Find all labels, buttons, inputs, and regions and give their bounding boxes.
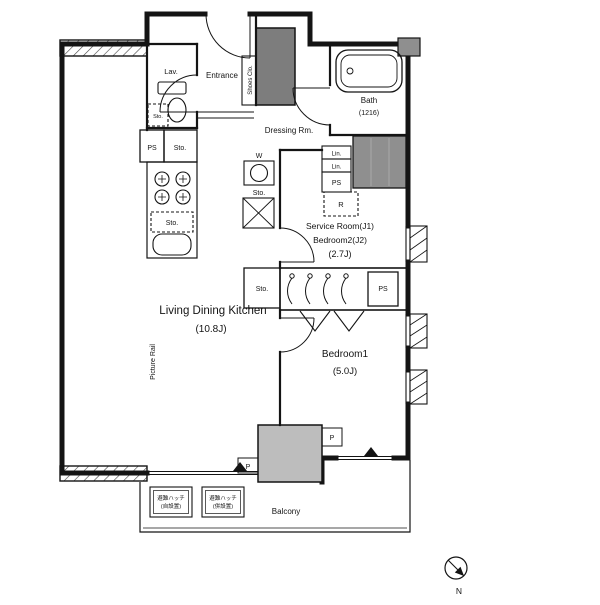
- label-pipe-2: P: [246, 464, 251, 471]
- label-linen-2: Lin.: [332, 165, 342, 171]
- label-north: N: [456, 586, 462, 596]
- shaft-mid-right: [352, 135, 407, 189]
- label-linen-1: Lin.: [332, 152, 342, 158]
- doors: [159, 13, 331, 353]
- ldk-storage-closet: [243, 267, 281, 309]
- shafts: [255, 27, 421, 483]
- label-sto-5: Sto.: [256, 286, 269, 293]
- hatched-wall-sections: [59, 39, 148, 482]
- pipe-box-1: [321, 427, 343, 447]
- label-ldk-size: (10.8J): [195, 324, 226, 335]
- washing-machine-icon: [243, 160, 275, 186]
- label-refrigerator: R: [338, 200, 344, 209]
- duct-cross-box: [242, 197, 275, 229]
- shaft-top-right: [397, 37, 421, 57]
- balcony-structure: [139, 447, 411, 533]
- service-room-door: [279, 227, 315, 263]
- labels: Lav. Entrance Shoes Clo. Bath (1216) Dre…: [147, 65, 462, 596]
- sink-icon: [152, 233, 192, 256]
- label-pipe-1: P: [330, 435, 335, 442]
- label-washer: W: [256, 153, 263, 160]
- entry-step-lines: [197, 111, 254, 119]
- bathtub-icon: [335, 49, 403, 93]
- outer-walls: [59, 11, 411, 485]
- label-sto-3: Sto.: [166, 220, 179, 227]
- escape-direction-triangle-2: [364, 447, 378, 456]
- label-sto-4: Sto.: [253, 190, 266, 197]
- kitchen-counter: [146, 161, 198, 259]
- utility-block-balcony: [257, 424, 323, 483]
- label-sto-2: Sto.: [153, 114, 163, 120]
- lav-door: [159, 74, 198, 113]
- compass-circle: [444, 556, 468, 580]
- compass: [444, 556, 468, 580]
- label-entrance: Entrance: [206, 71, 239, 80]
- label-service-room-size: (2.7J): [328, 249, 351, 259]
- label-dressing-room: Dressing Rm.: [265, 126, 313, 135]
- label-lav: Lav.: [164, 67, 178, 76]
- label-ldk: Living Dining Kitchen: [159, 305, 266, 317]
- label-service-room-2: Bedroom2(J2): [313, 235, 367, 245]
- label-picture-rail: Picture Rail: [150, 344, 157, 380]
- label-evac-hatch1-line1: 避難ハッチ: [157, 494, 185, 502]
- bifold-door-icons: [299, 310, 365, 332]
- label-shoes-closet: Shoes Clo.: [248, 65, 254, 95]
- evacuation-hatch-2: [201, 486, 245, 518]
- label-bath-size: (1216): [359, 110, 379, 117]
- entrance-door: [205, 13, 251, 59]
- label-bedroom1: Bedroom1: [322, 349, 369, 360]
- label-service-room-1: Service Room(J1): [306, 221, 374, 231]
- label-evac-hatch1-line2: (自設置): [161, 502, 181, 510]
- label-ps-3: PS: [378, 286, 388, 293]
- refrigerator-box: [323, 191, 359, 217]
- escape-direction-triangle-1: [233, 462, 247, 471]
- stove-icon: [154, 171, 191, 205]
- label-ps-2: PS: [332, 180, 342, 187]
- fixtures: [139, 49, 403, 474]
- bath-door: [292, 87, 331, 126]
- label-evac-hatch2-line1: 避難ハッチ: [209, 494, 237, 502]
- shaft-dark-entrance: [255, 27, 296, 106]
- bedroom1-door: [279, 317, 315, 353]
- label-ps-1: PS: [147, 145, 157, 152]
- label-evac-hatch2-line2: (併設置): [213, 502, 233, 510]
- closet-ps-box: [367, 271, 399, 307]
- exterior-vent-boxes: [409, 225, 428, 405]
- label-bath: Bath: [361, 96, 377, 105]
- label-sto-1: Sto.: [174, 145, 187, 152]
- hanger-icons: [287, 273, 349, 305]
- kitchen-storage-box: [150, 211, 194, 233]
- label-balcony: Balcony: [272, 507, 300, 516]
- label-bedroom1-size: (5.0J): [333, 366, 357, 377]
- closet-symbols: [287, 273, 365, 332]
- lav-storage-box: [147, 103, 169, 127]
- shoes-closet-box: [241, 55, 257, 106]
- compass-needle-head: [454, 566, 464, 576]
- evacuation-hatch-1: [149, 486, 193, 518]
